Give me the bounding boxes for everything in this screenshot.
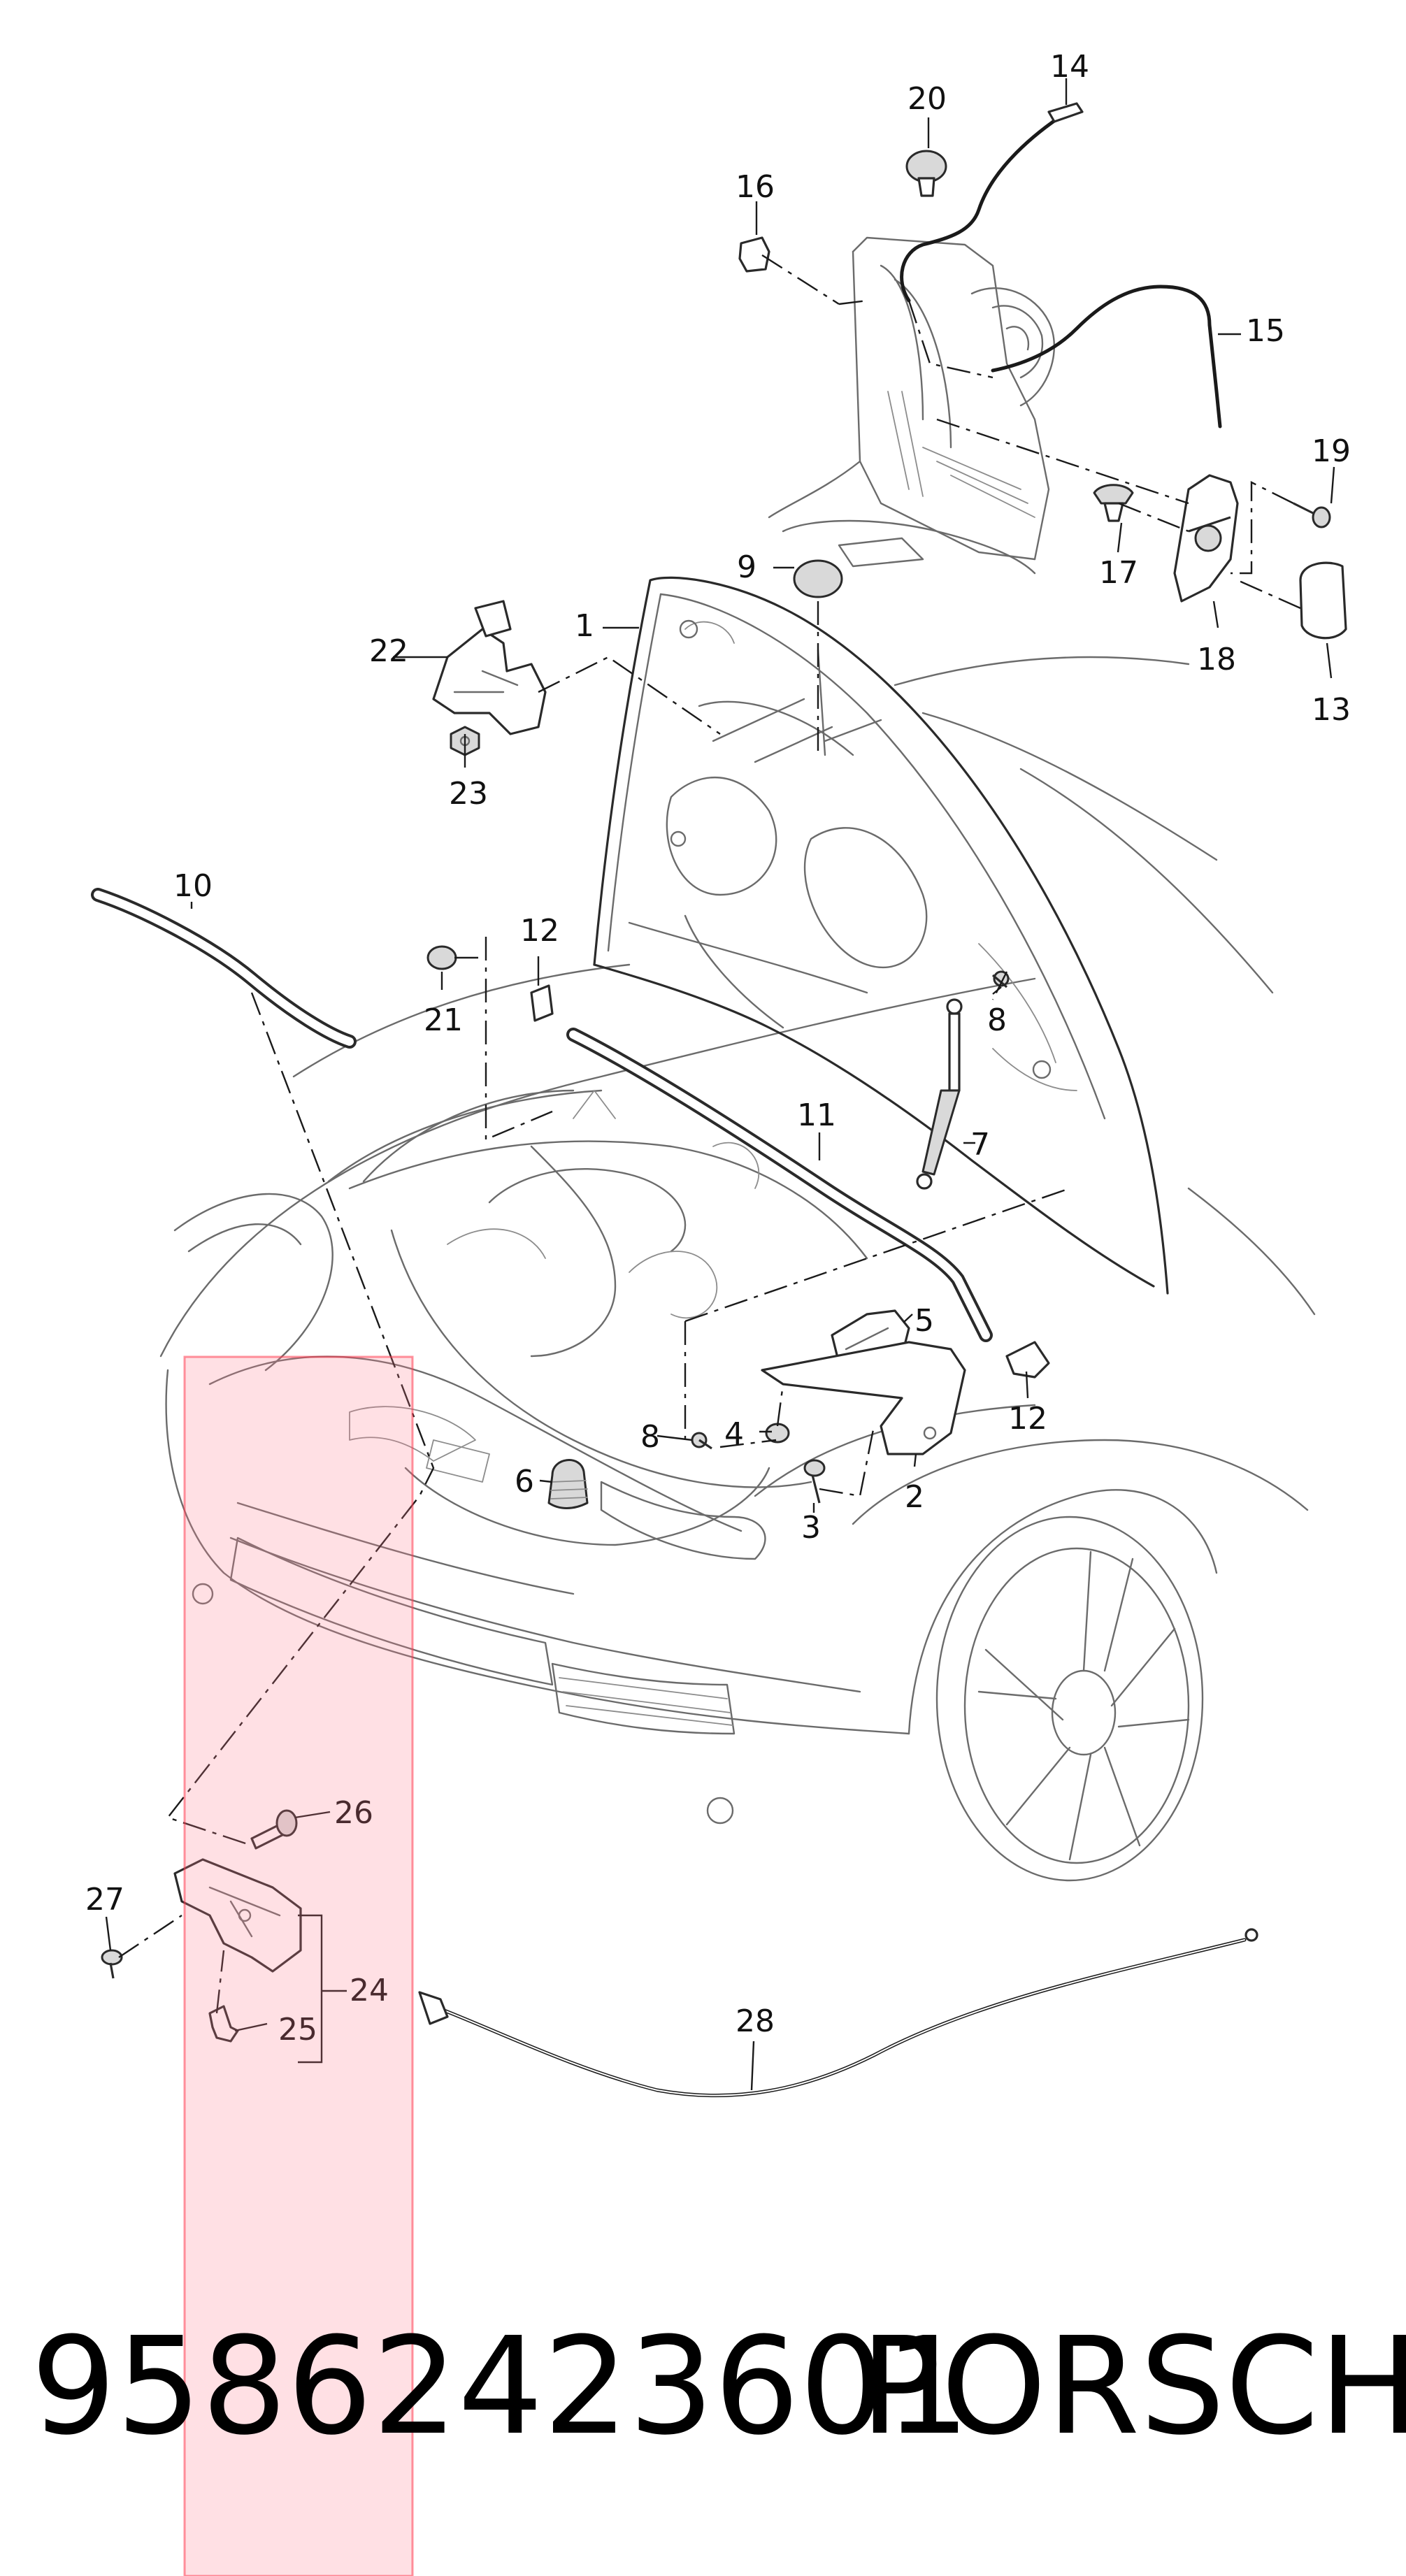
screw-part-27 [101,1949,123,1979]
lock-switch-part [208,2005,239,2043]
callout-24: 24 [350,1973,389,2008]
callout-1: 1 [575,608,594,644]
seal-strip-part-11 [566,1028,993,1342]
release-cable-upper [900,108,1072,303]
screw-part-19 [1293,502,1331,528]
hood-lock-part [173,1858,302,1973]
part-number-text: 95862423601 [31,2309,970,2465]
highlight-overlay [183,1355,414,2576]
plug-part-21 [426,945,457,970]
callout-10: 10 [173,868,213,904]
wheel-illustration [935,1516,1204,1882]
callout-leaders [105,78,1335,2091]
push-clip-part [1093,484,1134,522]
callout-4: 4 [724,1416,744,1452]
clip-part [738,236,770,273]
callout-3: 3 [801,1510,821,1546]
release-cable-part-28 [418,1928,1258,2098]
hinge-bracket-part [432,600,547,735]
clip-part-12 [1005,1341,1050,1379]
assembly-dash-lines [118,254,1301,2014]
callout-8: 8 [987,1002,1007,1038]
clip-part-13 [530,984,554,1022]
callout-21: 21 [424,1002,463,1038]
callout-9: 9 [737,549,756,585]
hood-panel [593,576,1169,1295]
callout-11: 11 [797,1098,836,1133]
grommet-part [793,559,843,598]
callout-6: 6 [515,1464,534,1499]
callout-5: 5 [914,1303,934,1339]
brand-text: PORSCHE [860,2309,1406,2465]
callout-19: 19 [1312,433,1351,469]
nut-part-4 [765,1423,790,1444]
bolt-part-3 [803,1459,826,1504]
callout-22: 22 [369,633,408,669]
rivet-part [905,150,947,197]
callout-8: 8 [640,1419,660,1455]
callout-28: 28 [736,2003,775,2039]
rubber-buffer-part [547,1459,589,1509]
callout-18: 18 [1197,642,1236,677]
callout-13: 12 [520,913,559,949]
callout-12: 12 [1008,1401,1047,1437]
ball-stud-part-lower [691,1432,712,1450]
callout-2: 2 [905,1479,924,1515]
bolt-part-26 [250,1809,298,1850]
callout-23: 23 [449,776,488,812]
callout-15: 14 [1050,49,1089,85]
callout-7: 7 [970,1127,990,1163]
callout-14: 13 [1312,692,1351,728]
callout-25: 25 [278,2012,317,2048]
hinge-plate-part [761,1341,966,1455]
callout-27: 27 [85,1882,124,1917]
trim-cap-part [1299,561,1347,640]
vehicle-outline [159,656,1316,1882]
release-cable-lower [991,285,1212,373]
seal-strip-part-10 [91,888,357,1049]
callout-17: 17 [1099,555,1138,591]
callout-16: 16 [736,169,775,205]
callout-15: 15 [1246,313,1285,349]
a-pillar-interior [768,236,1055,575]
release-lever-part [1173,474,1239,603]
callout-26: 26 [334,1795,373,1831]
callout-20: 20 [908,81,947,117]
callout-labels: 14 20 16 15 19 9 1 17 18 13 22 23 10 12 … [85,49,1351,2048]
gas-strut-part [916,998,963,1190]
